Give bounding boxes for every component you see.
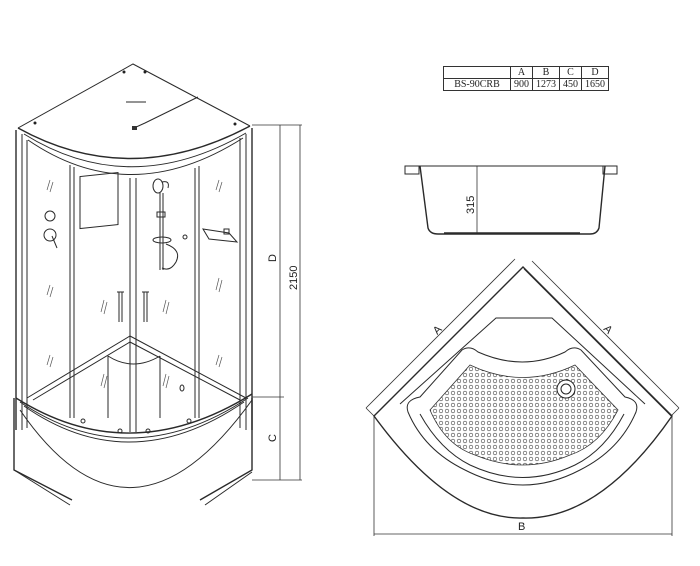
- spec-value-d: 1650: [581, 78, 609, 91]
- hand-shower-riser: [152, 178, 188, 270]
- dim-label-depth: 315: [465, 196, 477, 214]
- tray-section-view: 315: [404, 165, 618, 235]
- front-view-dimensions: D C 2150: [252, 124, 302, 481]
- apron-curve: [19, 399, 253, 489]
- dim-label-a-right: A: [601, 323, 615, 337]
- soap-shelf: [202, 228, 239, 243]
- roof-front-arc: [17, 125, 251, 160]
- dim-label-a-left: A: [431, 323, 445, 337]
- tray-outline: [373, 266, 673, 519]
- spec-model: BS-90CRB: [443, 78, 511, 91]
- tray-section-outline: [419, 165, 606, 235]
- door-handle-left: [117, 291, 124, 322]
- dim-label-b: B: [518, 521, 525, 533]
- dim-label-c: C: [267, 434, 279, 442]
- apron-right: [199, 398, 253, 501]
- perforated-floor: [429, 364, 619, 466]
- mirror: [79, 172, 119, 230]
- roof-outline: [17, 63, 251, 129]
- spec-table-row: BS-90CRB 900 1273 450 1650: [443, 78, 609, 91]
- tray-rim: [15, 393, 253, 434]
- shower-cabin-front-view: [13, 63, 253, 506]
- mixer-controls: [43, 210, 58, 249]
- corner-seat: [107, 355, 161, 365]
- rain-shower-pipe: [133, 96, 199, 129]
- door-handle-right: [142, 291, 149, 322]
- tray-top-view: A A B: [365, 258, 680, 536]
- spec-table: A B C D BS-90CRB 900 1273 450 1650: [443, 66, 609, 91]
- drain-icon: [556, 379, 576, 399]
- tray-inner-rim: [406, 347, 638, 486]
- dim-label-total-height: 2150: [288, 266, 300, 290]
- dim-label-d: D: [267, 254, 279, 262]
- spec-value-b: 1273: [532, 78, 560, 91]
- glass-reflection-marks: [46, 179, 223, 389]
